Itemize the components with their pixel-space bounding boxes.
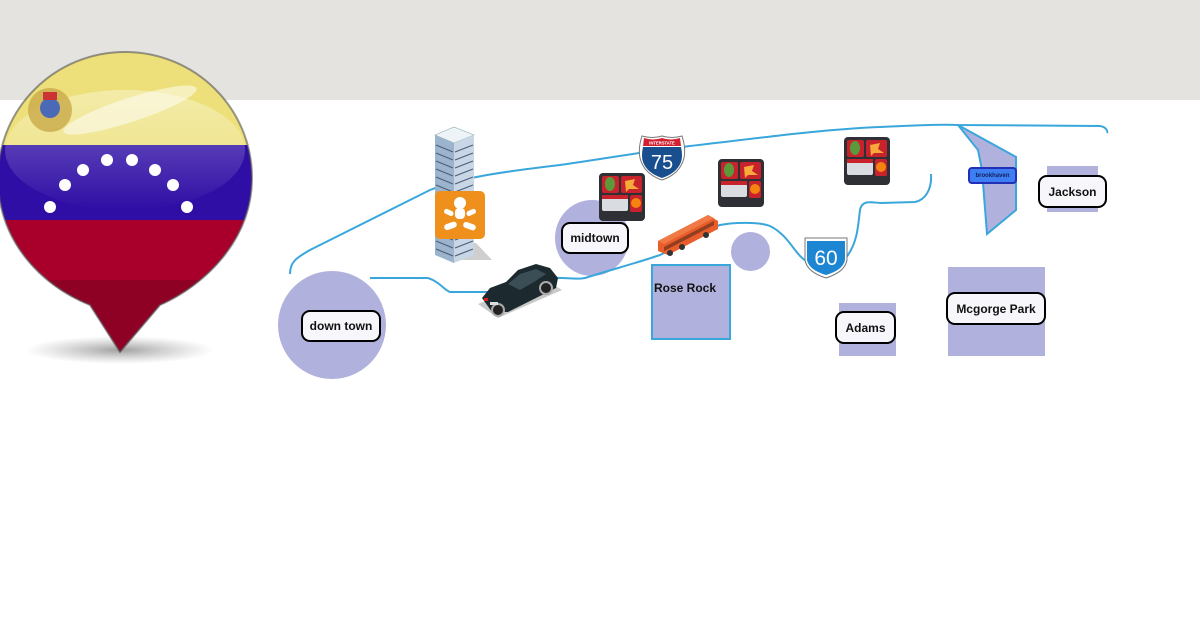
- interstate-shield-icon[interactable]: INTERSTATE 75: [638, 134, 686, 182]
- bus-icon[interactable]: [656, 211, 720, 261]
- rose-rock-zone[interactable]: [651, 264, 731, 340]
- brookhaven-label[interactable]: brookhaven: [968, 167, 1017, 184]
- small-circle-zone[interactable]: [731, 232, 770, 271]
- downtown-label[interactable]: down town: [301, 310, 381, 342]
- car-icon[interactable]: [476, 260, 564, 322]
- bento-box-icon[interactable]: [844, 137, 890, 185]
- baby-icon[interactable]: [435, 191, 485, 239]
- jackson-label[interactable]: Jackson: [1038, 175, 1107, 208]
- adams-label[interactable]: Adams: [835, 311, 896, 344]
- interstate-header: INTERSTATE: [649, 141, 675, 146]
- mcgorge-park-label[interactable]: Mcgorge Park: [946, 292, 1046, 325]
- venezuela-flag-pin-icon: [0, 50, 254, 364]
- interstate-number: 75: [651, 152, 673, 174]
- route-number: 60: [814, 247, 837, 270]
- route-line-upper[interactable]: [289, 123, 1109, 275]
- bento-box-icon[interactable]: [599, 173, 645, 221]
- bento-box-icon[interactable]: [718, 159, 764, 207]
- route-shield-icon[interactable]: 60: [803, 236, 849, 280]
- rose-rock-label[interactable]: Rose Rock: [654, 281, 717, 295]
- midtown-label[interactable]: midtown: [561, 222, 629, 254]
